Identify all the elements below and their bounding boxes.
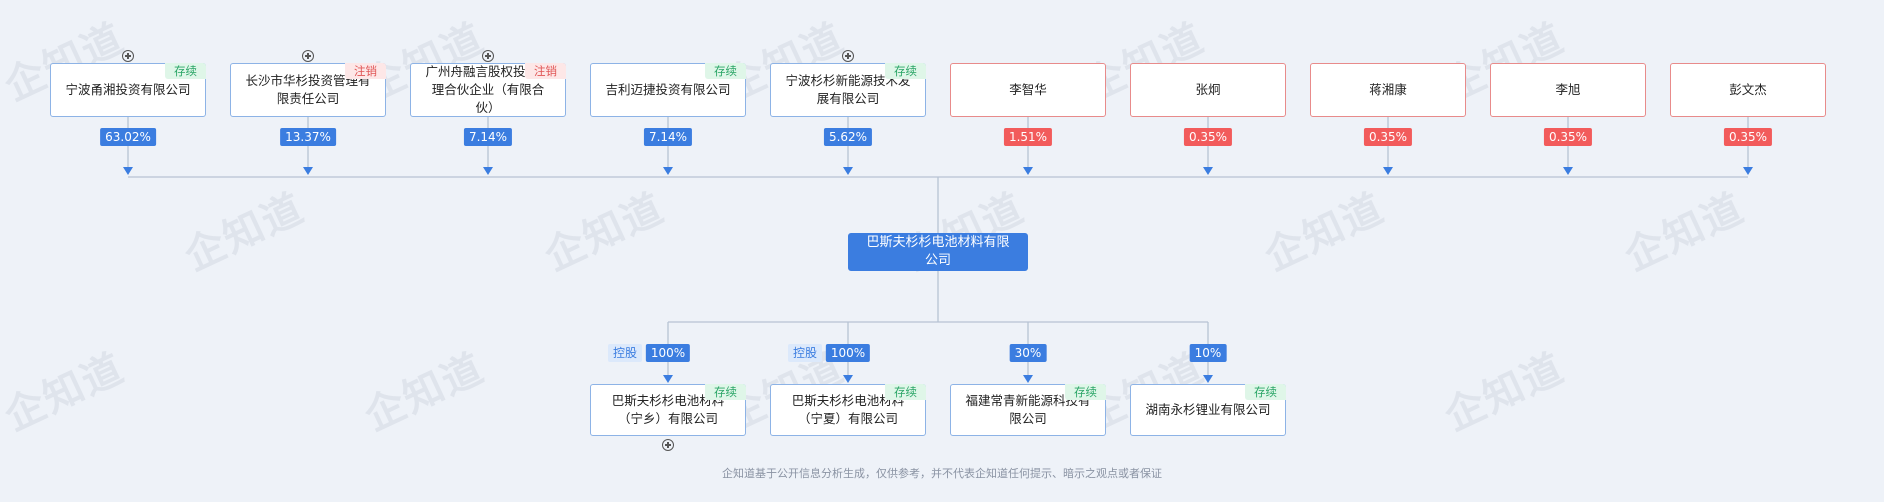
disclaimer-text: 企知道基于公开信息分析生成，仅供参考，并不代表企知道任何提示、暗示之观点或者保证 [722,467,1162,480]
arrow-icon [1383,167,1393,175]
expand-icon[interactable] [122,50,134,62]
status-badge: 注销 [525,63,566,79]
arrow-icon [663,167,673,175]
shareholder-company-node[interactable]: 长沙市华杉投资管理有限责任公司注销 [230,63,386,117]
status-badge: 存续 [1065,384,1106,400]
shareholder-company-node[interactable]: 广州舟融言股权投资管理合伙企业（有限合伙）注销 [410,63,566,117]
node-name: 福建常青新能源科技有限公司 [965,393,1091,426]
status-badge: 存续 [705,63,746,79]
investment-company-node[interactable]: 福建常青新能源科技有限公司存续 [950,384,1106,436]
arrow-icon [1203,375,1213,383]
status-badge: 注销 [345,63,386,79]
percent-badge: 63.02% [100,128,156,146]
node-name: 蒋湘康 [1369,82,1407,97]
node-name: 宁波甬湘投资有限公司 [65,82,191,97]
arrow-icon [1563,167,1573,175]
control-badge: 控股 [608,344,643,362]
status-badge: 存续 [885,63,926,79]
node-name: 湖南永杉锂业有限公司 [1145,402,1271,417]
shareholder-person-node[interactable]: 李旭 [1490,63,1646,117]
expand-icon[interactable] [482,50,494,62]
percent-badge: 13.37% [280,128,336,146]
percent-badge: 0.35% [1183,128,1233,146]
shareholder-person-node[interactable]: 李智华 [950,63,1106,117]
percent-badge: 100% [825,344,871,362]
arrow-icon [1023,167,1033,175]
node-name: 吉利迈捷投资有限公司 [605,82,731,97]
node-name: 彭文杰 [1729,82,1767,97]
arrow-icon [663,375,673,383]
target-company-name: 巴斯夫杉杉电池材料有限公司 [866,235,1010,268]
shareholder-person-node[interactable]: 彭文杰 [1670,63,1826,117]
shareholder-company-node[interactable]: 吉利迈捷投资有限公司 存续 [590,63,746,117]
percent-badge: 1.51% [1003,128,1053,146]
status-badge: 存续 [165,63,206,79]
target-company-node[interactable]: 巴斯夫杉杉电池材料有限公司 [848,233,1028,271]
node-name: 李旭 [1555,82,1581,97]
arrow-icon [1743,167,1753,175]
percent-badge: 0.35% [1363,128,1413,146]
status-badge: 存续 [705,384,746,400]
percent-badge: 7.14% [463,128,513,146]
node-name: 广州舟融言股权投资管理合伙企业（有限合伙） [425,64,551,115]
arrow-icon [123,167,133,175]
shareholder-person-node[interactable]: 张炯 [1130,63,1286,117]
status-badge: 存续 [1245,384,1286,400]
expand-icon[interactable] [662,439,674,451]
percent-badge: 7.14% [643,128,693,146]
node-name: 李智华 [1009,82,1047,97]
arrow-icon [1203,167,1213,175]
node-name: 宁波杉杉新能源技术发展有限公司 [785,73,911,106]
investment-company-node[interactable]: 巴斯夫杉杉电池材料（宁夏）有限公司存续 [770,384,926,436]
percent-badge: 0.35% [1723,128,1773,146]
expand-icon[interactable] [842,50,854,62]
percent-badge: 5.62% [823,128,873,146]
investment-company-node[interactable]: 湖南永杉锂业有限公司 存续 [1130,384,1286,436]
percent-badge: 100% [645,344,691,362]
arrow-icon [843,375,853,383]
arrow-icon [303,167,313,175]
arrow-icon [1023,375,1033,383]
node-name: 张炯 [1195,82,1221,97]
arrow-icon [483,167,493,175]
node-name: 长沙市华杉投资管理有限责任公司 [245,73,371,106]
control-badge: 控股 [788,344,823,362]
investment-company-node[interactable]: 巴斯夫杉杉电池材料（宁乡）有限公司存续 [590,384,746,436]
node-name: 巴斯夫杉杉电池材料（宁夏）有限公司 [791,393,905,426]
percent-badge: 10% [1189,344,1227,362]
expand-icon[interactable] [302,50,314,62]
node-name: 巴斯夫杉杉电池材料（宁乡）有限公司 [611,393,725,426]
shareholder-company-node[interactable]: 宁波杉杉新能源技术发展有限公司存续 [770,63,926,117]
arrow-icon [843,167,853,175]
percent-badge: 0.35% [1543,128,1593,146]
shareholder-company-node[interactable]: 宁波甬湘投资有限公司 存续 [50,63,206,117]
percent-badge: 30% [1009,344,1047,362]
status-badge: 存续 [885,384,926,400]
shareholder-person-node[interactable]: 蒋湘康 [1310,63,1466,117]
